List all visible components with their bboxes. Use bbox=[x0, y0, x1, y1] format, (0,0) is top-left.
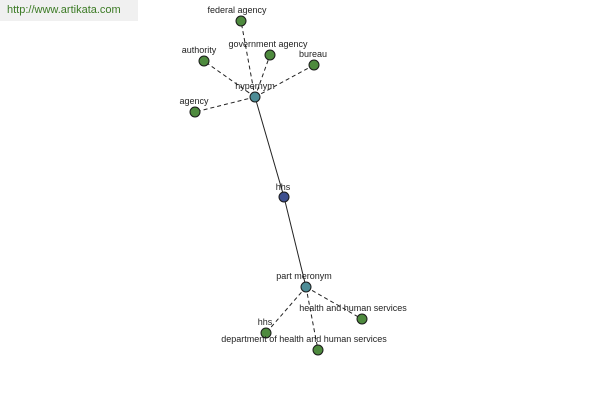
node-federal-agency[interactable] bbox=[235, 15, 247, 27]
node-department-of-health-and-human-services[interactable] bbox=[312, 344, 324, 356]
edge-center-part-meronym bbox=[283, 196, 307, 288]
label-government-agency[interactable]: government agency bbox=[228, 39, 308, 49]
edge-hypernym-federal-agency bbox=[240, 20, 256, 98]
node-agency[interactable] bbox=[189, 106, 201, 118]
label-agency[interactable]: agency bbox=[179, 96, 209, 106]
edge-part-meronym-department-of-health-and-human-services bbox=[305, 286, 319, 351]
node-hhs-leaf[interactable] bbox=[260, 327, 272, 339]
node-part-meronym[interactable] bbox=[300, 281, 312, 293]
label-bureau[interactable]: bureau bbox=[299, 49, 327, 59]
edge-hypernym-agency bbox=[194, 96, 256, 113]
node-bureau[interactable] bbox=[308, 59, 320, 71]
edge-part-meronym-health-and-human-services bbox=[305, 286, 363, 320]
node-health-and-human-services[interactable] bbox=[356, 313, 368, 325]
site-url[interactable]: http://www.artikata.com bbox=[0, 0, 138, 21]
label-federal-agency[interactable]: federal agency bbox=[207, 5, 267, 15]
node-hypernym[interactable] bbox=[249, 91, 261, 103]
label-hypernym[interactable]: hypernym bbox=[235, 81, 275, 91]
label-part-meronym[interactable]: part meronym bbox=[276, 271, 332, 281]
node-government-agency[interactable] bbox=[264, 49, 276, 61]
label-hhs-leaf[interactable]: hhs bbox=[258, 317, 273, 327]
label-health-and-human-services[interactable]: health and human services bbox=[299, 303, 407, 313]
node-center[interactable] bbox=[278, 191, 290, 203]
edge-hypernym-authority bbox=[203, 60, 256, 98]
edge-hypernym-government-agency bbox=[254, 54, 271, 98]
node-authority[interactable] bbox=[198, 55, 210, 67]
label-center[interactable]: hhs bbox=[276, 182, 291, 192]
edge-part-meronym-hhs-leaf bbox=[265, 286, 307, 334]
label-department-of-health-and-human-services[interactable]: department of health and human services bbox=[221, 334, 387, 344]
edge-center-hypernym bbox=[254, 96, 285, 198]
label-authority[interactable]: authority bbox=[182, 45, 217, 55]
